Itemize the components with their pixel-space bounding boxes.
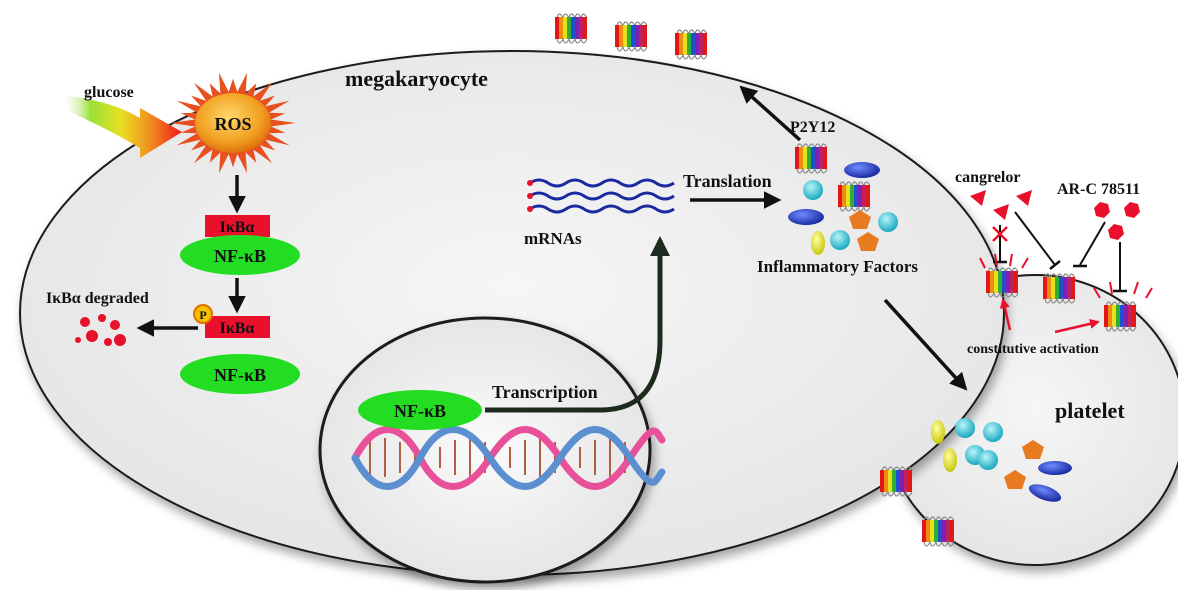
nfkb-label-2: NF-κB (214, 365, 266, 385)
mrnas-label: mRNAs (524, 229, 582, 248)
transcription-arrow: Transcription (485, 236, 670, 413)
membrane-receptors-top (554, 13, 708, 60)
dna-helix (351, 426, 666, 490)
ikba-label-2: IκBα (220, 320, 255, 337)
platelet-top-receptors (979, 253, 1153, 332)
glucose-arrow: glucose (60, 84, 182, 158)
ros-label: ROS (214, 114, 251, 134)
phosphate-badge (193, 304, 213, 324)
packaging-arrow (883, 298, 968, 391)
cangrelor-label: cangrelor (955, 169, 1020, 186)
p2y12-cluster: P2Y12 Inflammatory Factors (757, 119, 918, 276)
megakaryocyte-label: megakaryocyte (345, 66, 488, 91)
phospho-ikba: IκBα P (193, 304, 270, 338)
ikba-degraded-label: IκBα degraded (46, 290, 149, 307)
mrnas: mRNAs (524, 178, 675, 248)
ros-burst: ROS (170, 72, 296, 174)
cangrelor-group: cangrelor (955, 169, 1061, 270)
phospho-label: P (199, 308, 206, 322)
ikba-nfkb-complex: IκBα NF-κB (180, 215, 300, 275)
platelet-contents (931, 418, 1072, 502)
trafficking-arrow (739, 85, 802, 142)
ikba-degraded: IκBα degraded (46, 290, 149, 346)
glucose-label: glucose (84, 84, 134, 101)
inflammatory-factors-label: Inflammatory Factors (757, 257, 918, 276)
constitutive-activation-label: constitutive activation (967, 342, 1099, 357)
platelet-label: platelet (1055, 398, 1125, 423)
nfkb-nucleus-label: NF-κB (394, 401, 446, 421)
constitutive-activation: constitutive activation (967, 298, 1100, 357)
nfkb-nucleus: NF-κB (358, 390, 482, 430)
arc-label: AR-C 78511 (1057, 181, 1140, 198)
translation-label: Translation (683, 171, 772, 191)
translation-arrow: Translation (683, 171, 782, 209)
ikba-label-1: IκBα (220, 219, 255, 236)
nfkb-label-1: NF-κB (214, 246, 266, 266)
p2y12-label: P2Y12 (790, 119, 835, 136)
arc-group: AR-C 78511 (1057, 181, 1140, 293)
transcription-label: Transcription (492, 382, 598, 402)
nfkb-free: NF-κB (180, 354, 300, 394)
